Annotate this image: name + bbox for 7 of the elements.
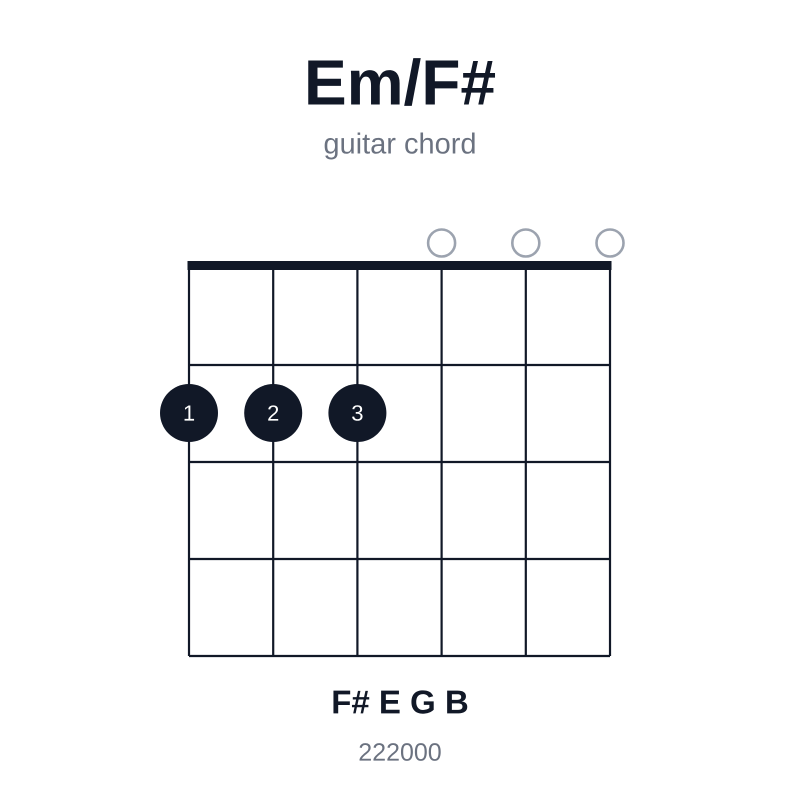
fret-numbers: 222000 (360, 743, 441, 761)
open-string-marker (595, 228, 625, 258)
note-names: F# E G B (333, 690, 468, 714)
open-string-marker (511, 228, 541, 258)
chord-subtitle: guitar chord (324, 132, 475, 160)
chord-title: Em/F# (308, 58, 496, 106)
open-string-marker (426, 228, 456, 258)
